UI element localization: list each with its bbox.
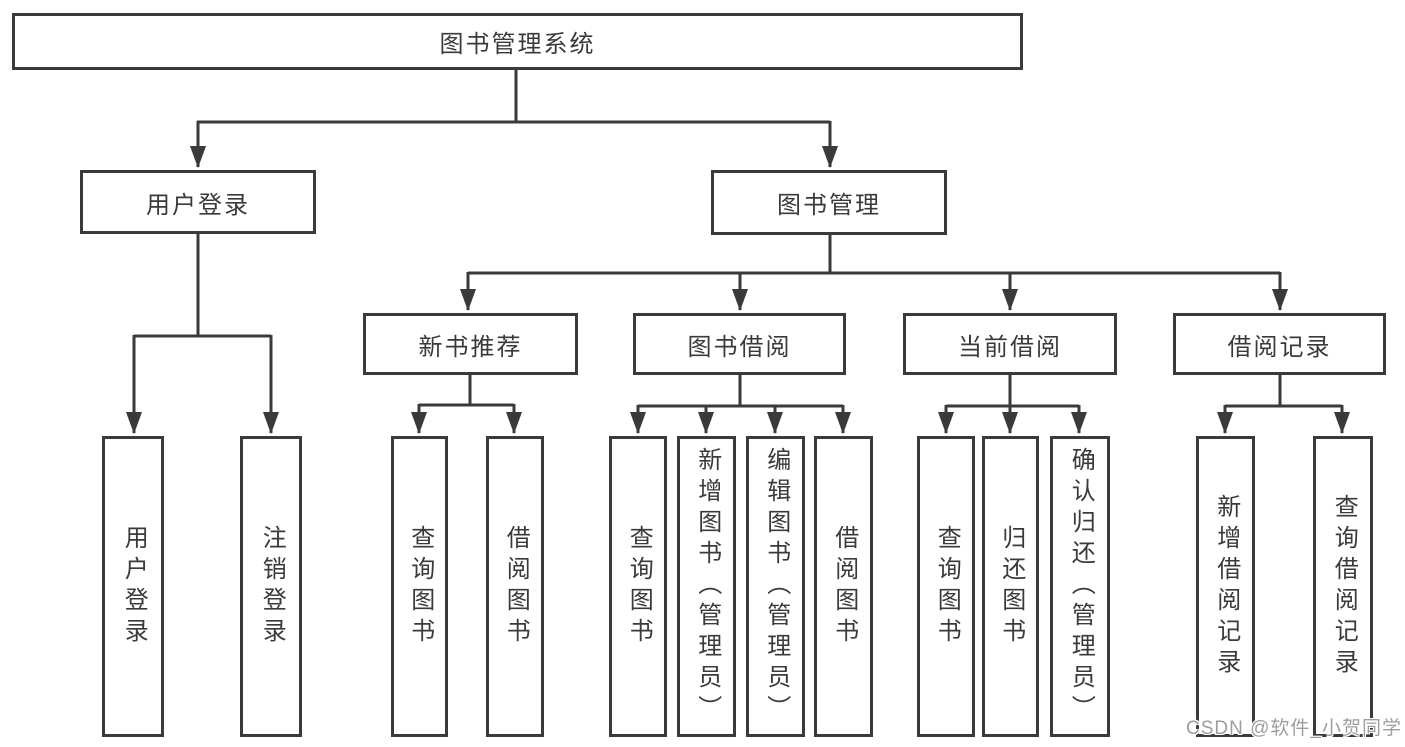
node-library-management-system-label: 图书管理系统 (439, 31, 596, 58)
leaf-logout: 注销登录 (240, 436, 302, 737)
leaf-bw-add-books-admin: 新增图书（管理员） (677, 436, 736, 737)
leaf-bw-add-books-admin-label: 新增图书（管理员） (693, 447, 721, 726)
leaf-nb-query-books-label: 查询图书 (406, 524, 434, 649)
node-book-management: 图书管理 (711, 170, 947, 235)
leaf-bw-query-books: 查询图书 (609, 436, 667, 737)
leaf-rec-add-record: 新增借阅记录 (1196, 436, 1255, 737)
leaf-bw-edit-books-admin: 编辑图书（管理员） (746, 436, 805, 737)
leaf-cur-query-books: 查询图书 (917, 436, 975, 737)
leaf-rec-query-record: 查询借阅记录 (1313, 436, 1373, 737)
leaf-bw-edit-books-admin-label: 编辑图书（管理员） (762, 447, 790, 726)
leaf-rec-query-record-label: 查询借阅记录 (1330, 493, 1358, 680)
leaf-nb-query-books: 查询图书 (391, 436, 448, 737)
leaf-user-login: 用户登录 (102, 436, 164, 737)
leaf-cur-return-books: 归还图书 (982, 436, 1039, 737)
leaf-cur-confirm-return-admin-label: 确认归还（管理员） (1067, 447, 1095, 726)
node-current-borrowing-label: 当前借阅 (958, 333, 1062, 361)
node-book-borrowing: 图书借阅 (633, 313, 846, 375)
leaf-cur-query-books-label: 查询图书 (933, 524, 961, 649)
leaf-bw-borrow-books-label: 借阅图书 (830, 524, 858, 649)
node-new-book-recommend: 新书推荐 (363, 313, 578, 375)
leaf-user-login-label: 用户登录 (120, 524, 148, 649)
node-library-management-system: 图书管理系统 (12, 13, 1023, 70)
node-borrow-records-label: 借阅记录 (1227, 333, 1332, 361)
leaf-cur-confirm-return-admin: 确认归还（管理员） (1050, 436, 1110, 737)
node-book-management-label: 图书管理 (777, 192, 881, 219)
node-user-login-label: 用户登录 (146, 191, 250, 219)
node-current-borrowing: 当前借阅 (903, 313, 1117, 375)
node-new-book-recommend-label: 新书推荐 (418, 333, 523, 361)
leaf-bw-borrow-books: 借阅图书 (814, 436, 873, 737)
leaf-logout-label: 注销登录 (258, 524, 286, 649)
leaf-nb-borrow-books: 借阅图书 (486, 436, 544, 737)
csdn-watermark: CSDN @软件_小贺同学 (1186, 718, 1402, 739)
node-borrow-records: 借阅记录 (1173, 313, 1386, 375)
node-book-borrowing-label: 图书借阅 (687, 333, 792, 361)
node-user-login: 用户登录 (80, 170, 316, 234)
leaf-cur-return-books-label: 归还图书 (997, 524, 1025, 649)
leaf-rec-add-record-label: 新增借阅记录 (1212, 493, 1240, 680)
leaf-bw-query-books-label: 查询图书 (625, 524, 653, 649)
leaf-nb-borrow-books-label: 借阅图书 (502, 524, 530, 649)
